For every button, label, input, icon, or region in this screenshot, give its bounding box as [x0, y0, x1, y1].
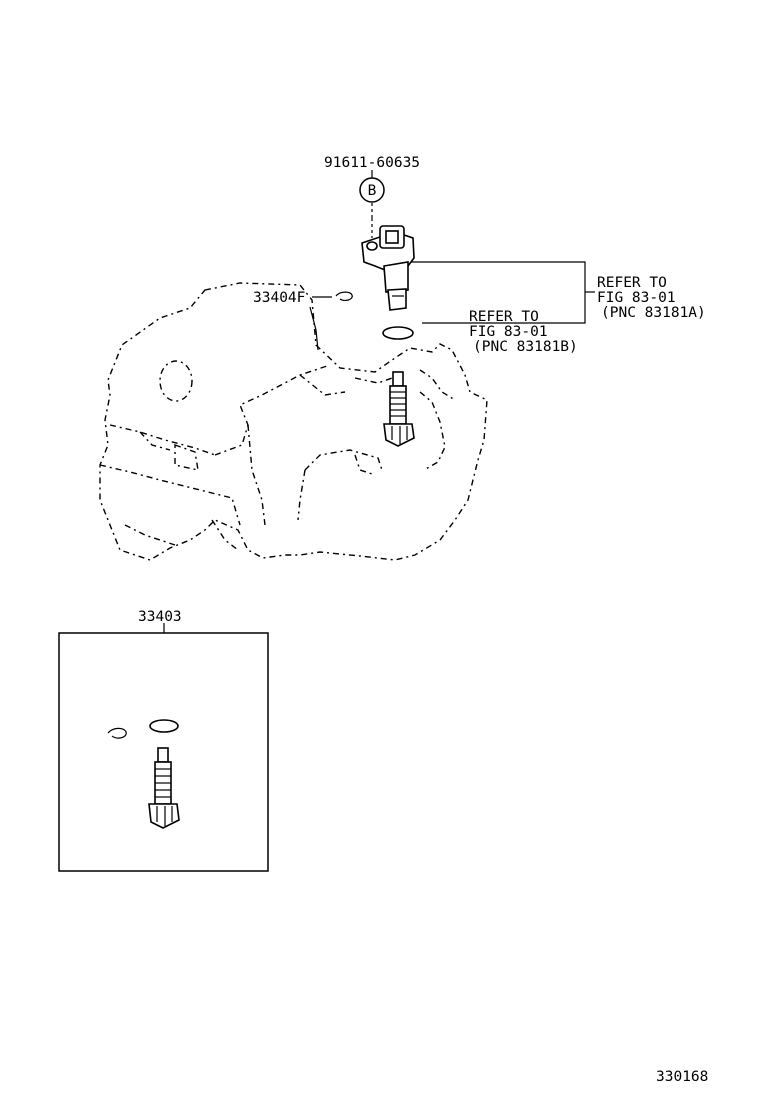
kit-driven-gear [148, 747, 180, 829]
kit-box [58, 632, 269, 872]
ref-a-line2: FIG 83-01 [597, 290, 676, 306]
bolt-ref-letter: B [368, 183, 377, 199]
o-ring [382, 326, 414, 340]
bolt-part-number: 91611-60635 [324, 155, 420, 171]
ref-b-line1: REFER TO [469, 309, 539, 325]
clip-part [335, 291, 353, 301]
kit-part-number: 33403 [138, 609, 182, 625]
ref-b-line2: FIG 83-01 [469, 324, 548, 340]
figure-number: 330168 [656, 1069, 708, 1085]
ref-a-line1: REFER TO [597, 275, 667, 291]
ref-a-line3: (PNC 83181A) [601, 305, 706, 321]
ref-b-line3: (PNC 83181B) [473, 339, 578, 355]
driven-gear [383, 371, 415, 447]
transmission-case [99, 282, 488, 561]
kit-clip [107, 727, 127, 739]
leader-lines [163, 170, 595, 633]
clip-part-number: 33404F [253, 290, 305, 306]
bolt-ref-marker [359, 177, 385, 203]
kit-o-ring [149, 719, 179, 733]
speed-sensor [361, 225, 415, 311]
